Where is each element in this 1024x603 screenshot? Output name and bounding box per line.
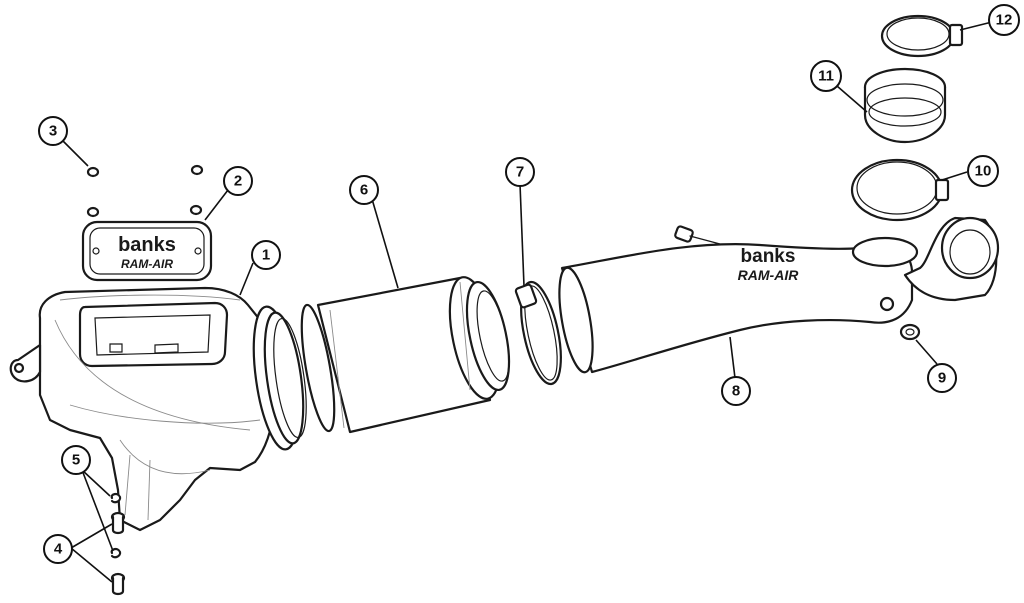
part-3-screws	[86, 164, 204, 218]
part-7-hose-clamp	[514, 280, 562, 386]
part-4-pins	[110, 511, 126, 596]
callout-8: 8	[721, 376, 751, 406]
callout-1-label: 1	[262, 247, 270, 264]
callout-5: 5	[61, 445, 91, 475]
leader-lines	[61, 21, 993, 583]
callout-10: 10	[967, 155, 999, 187]
callout-5-label: 5	[72, 452, 80, 469]
callout-11-label: 11	[818, 68, 834, 85]
part-12-clamp	[880, 14, 964, 58]
badge-logo-word: banks	[118, 234, 176, 256]
callout-7-label: 7	[516, 164, 524, 181]
callout-6: 6	[349, 175, 379, 205]
callout-2: 2	[223, 166, 253, 196]
callout-7: 7	[505, 157, 535, 187]
callout-12: 12	[988, 4, 1020, 36]
part-1-airbox-housing	[9, 286, 307, 532]
part-9-grommet	[899, 323, 921, 341]
callout-11: 11	[810, 60, 842, 92]
part-2-badge-plate: banks RAM-AIR	[81, 220, 213, 282]
callout-4-label: 4	[54, 541, 63, 558]
callout-10-label: 10	[975, 163, 992, 180]
callout-3: 3	[38, 116, 68, 146]
callout-4: 4	[43, 534, 73, 564]
callout-8-label: 8	[732, 383, 740, 400]
part-11-coupler	[863, 67, 947, 144]
callout-9: 9	[927, 363, 957, 393]
part-10-clamp	[850, 158, 950, 222]
tube-logo-word: banks	[741, 246, 796, 267]
part-8-intake-tube: banks RAM-AIR	[558, 216, 1000, 374]
callout-1: 1	[251, 240, 281, 270]
callout-3-label: 3	[49, 123, 57, 140]
callout-2-label: 2	[234, 173, 242, 190]
tube-logo-sub: RAM-AIR	[738, 267, 800, 283]
part-6-air-filter	[300, 276, 511, 434]
callout-12-label: 12	[996, 12, 1013, 29]
badge-logo-sub: RAM-AIR	[121, 257, 173, 271]
callout-9-label: 9	[938, 370, 946, 387]
callout-6-label: 6	[360, 182, 368, 199]
